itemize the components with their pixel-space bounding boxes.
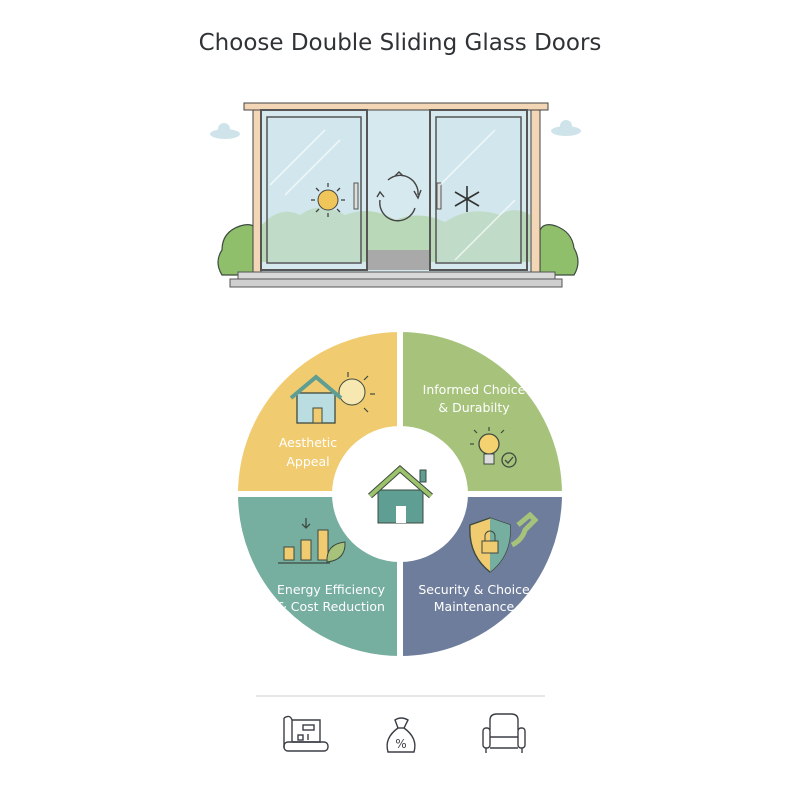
money-bag-percent-icon xyxy=(386,717,416,753)
armchair-icon xyxy=(482,713,526,753)
snowflake-icon xyxy=(454,186,480,212)
page-title: Choose Double Sliding Glass Doors xyxy=(198,30,602,56)
segment-label-line2: Appeal xyxy=(286,454,329,469)
bush-right xyxy=(539,224,579,276)
house-icon xyxy=(367,464,433,524)
sliding-door-illustration xyxy=(210,102,581,288)
cycle-arrows-icon xyxy=(376,171,422,222)
segment-label-line2: Maintenance xyxy=(434,599,515,614)
benefits-wheel: Aesthetic Appeal Informed Choice & Durab… xyxy=(231,325,569,663)
segment-label-line1: Informed Choice xyxy=(423,382,526,397)
house-sun-icon xyxy=(289,372,375,424)
segment-label-line1: Aesthetic xyxy=(279,435,337,450)
segment-label-line2: & Durabilty xyxy=(438,400,510,415)
lightbulb-check-icon xyxy=(470,427,517,468)
percent-glyph: % xyxy=(395,737,406,751)
segment-label-line2: & Cost Reduction xyxy=(277,599,385,614)
bush-left xyxy=(217,224,259,276)
blueprint-icon xyxy=(283,715,329,752)
segment-label-line1: Energy Efficiency xyxy=(277,582,386,597)
sun-icon xyxy=(311,183,345,217)
cloud-icon xyxy=(210,120,581,139)
shield-lock-wrench-icon xyxy=(469,511,539,573)
segment-label-line1: Security & Choice xyxy=(418,582,530,597)
bar-chart-leaf-icon xyxy=(278,518,346,564)
